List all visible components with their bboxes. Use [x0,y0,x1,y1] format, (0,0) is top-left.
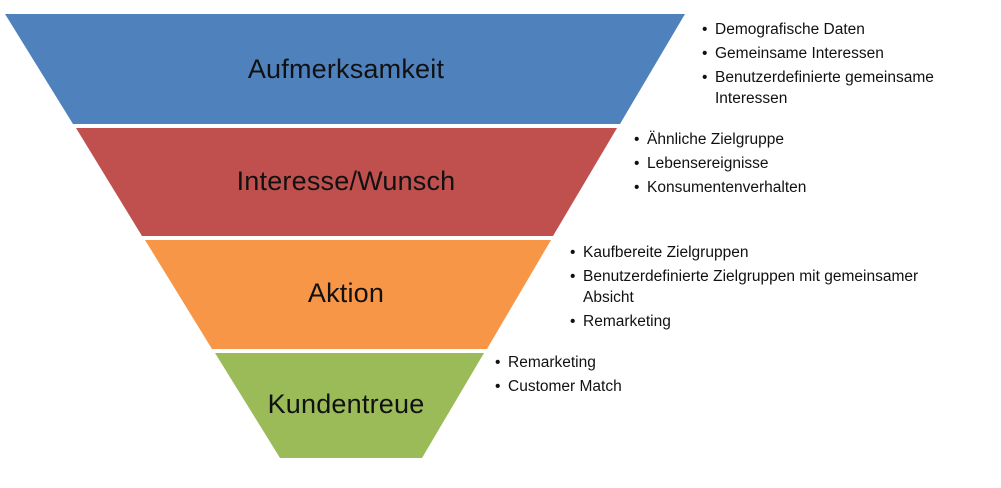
stage-label-kundentreue: Kundentreue [267,389,425,419]
bullet-dot-icon: • [570,244,576,261]
list-item: • Gemeinsame Interessen [702,43,987,64]
list-item: • Benutzerdefinierte gemeinsame Interess… [702,67,987,109]
bullet-text: Kaufbereite Zielgruppen [583,244,749,261]
list-item: • Konsumentenverhalten [634,177,894,198]
bullet-dot-icon: • [570,313,576,330]
bullet-dot-icon: • [702,69,708,86]
list-item: • Benutzerdefinierte Zielgruppen mit gem… [570,266,995,308]
bullet-text: Remarketing [508,354,596,371]
bullet-dot-icon: • [702,45,708,62]
bullet-text: Konsumentenverhalten [647,179,807,196]
funnel-stage-shape-kundentreue [215,353,484,458]
funnel-stage-shape-aufmerksamkeit [5,14,685,124]
bullet-text: Demografische Daten [715,21,865,38]
bullet-dot-icon: • [634,131,640,148]
bullet-text: Lebensereignisse [647,155,769,172]
stage-label-interesse-wunsch: Interesse/Wunsch [236,166,456,196]
list-item: • Customer Match [495,376,715,397]
list-item: • Lebensereignisse [634,153,894,174]
bullet-list-kundentreue: • Remarketing • Customer Match [495,352,715,400]
bullet-dot-icon: • [495,354,501,371]
list-item: • Remarketing [570,311,995,332]
bullet-text: Gemeinsame Interessen [715,45,884,62]
stage-label-aufmerksamkeit: Aufmerksamkeit [247,54,445,84]
funnel-stage-shape-aktion [145,240,551,349]
bullet-dot-icon: • [570,268,576,285]
bullet-list-aufmerksamkeit: • Demografische Daten • Gemeinsame Inter… [702,19,987,112]
bullet-list-aktion: • Kaufbereite Zielgruppen • Benutzerdefi… [570,242,995,335]
stage-label-aktion: Aktion [307,278,385,308]
bullet-text: Remarketing [583,313,671,330]
list-item: • Demografische Daten [702,19,987,40]
bullet-list-interesse-wunsch: • Ähnliche Zielgruppe • Lebensereignisse… [634,129,894,201]
funnel-stage-shape-interesse-wunsch [76,128,617,236]
bullet-dot-icon: • [702,21,708,38]
bullet-text: Benutzerdefinierte gemeinsame Interessen [715,69,934,107]
bullet-dot-icon: • [495,378,501,395]
bullet-text: Ähnliche Zielgruppe [647,131,785,148]
bullet-text: Customer Match [508,378,622,395]
list-item: • Remarketing [495,352,715,373]
list-item: • Kaufbereite Zielgruppen [570,242,995,263]
bullet-dot-icon: • [634,155,640,172]
bullet-text: Benutzerdefinierte Zielgruppen mit gemei… [583,268,919,306]
bullet-dot-icon: • [634,179,640,196]
list-item: • Ähnliche Zielgruppe [634,129,894,150]
